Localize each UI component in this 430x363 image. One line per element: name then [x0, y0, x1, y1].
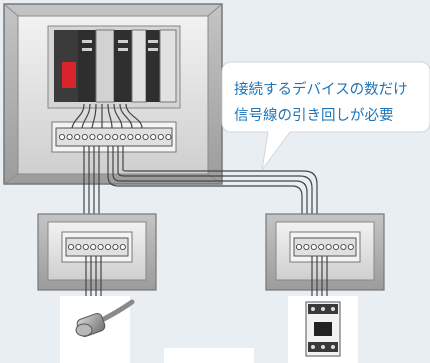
callout-line-2: 信号線の引き回しが必要 [234, 108, 394, 124]
terminal-screw [340, 243, 347, 250]
terminal-screw [75, 243, 82, 250]
terminal-screw [119, 243, 126, 250]
relay-terminal-screws [295, 243, 354, 250]
proximity-sensor-icon [75, 299, 135, 337]
terminal-screw [332, 243, 339, 250]
terminal-screw [89, 133, 96, 140]
terminal-screw [59, 133, 66, 140]
terminal-screw [104, 133, 111, 140]
terminal-screw [112, 133, 119, 140]
terminal-screw [310, 243, 317, 250]
terminal-screw [347, 243, 354, 250]
power-module [62, 62, 76, 88]
terminal-screw [142, 133, 149, 140]
terminal-screw [295, 243, 302, 250]
terminal-screw [157, 133, 164, 140]
terminal-screw [105, 243, 112, 250]
terminal-screw [90, 243, 97, 250]
terminal-screw [68, 243, 75, 250]
terminal-screw [325, 243, 332, 250]
terminal-screw [134, 133, 141, 140]
terminal-screw [66, 133, 73, 140]
relay-junction-box [265, 213, 385, 291]
terminal-screw [81, 133, 88, 140]
main-terminal-screws [59, 133, 172, 140]
sensor-junction-box [37, 213, 157, 291]
terminal-screw [74, 133, 81, 140]
terminal-screw [119, 133, 126, 140]
terminal-screw [303, 243, 310, 250]
terminal-screw [150, 133, 157, 140]
terminal-screw [82, 243, 89, 250]
terminal-screw [165, 133, 172, 140]
sensor-terminal-screws [68, 243, 126, 250]
callout-line-1: 接続するデバイスの数だけ [234, 82, 408, 98]
terminal-screw [97, 243, 104, 250]
callout-bubble [221, 61, 430, 171]
signal-wires [71, 103, 318, 232]
terminal-screw [97, 133, 104, 140]
terminal-screw [318, 243, 325, 250]
terminal-screw [127, 133, 134, 140]
plc-rack [47, 25, 181, 109]
callout-text: 接続するデバイスの数だけ 信号線の引き回しが必要 [234, 77, 430, 129]
terminal-screw [112, 243, 119, 250]
contactor-relay-icon [305, 301, 341, 357]
